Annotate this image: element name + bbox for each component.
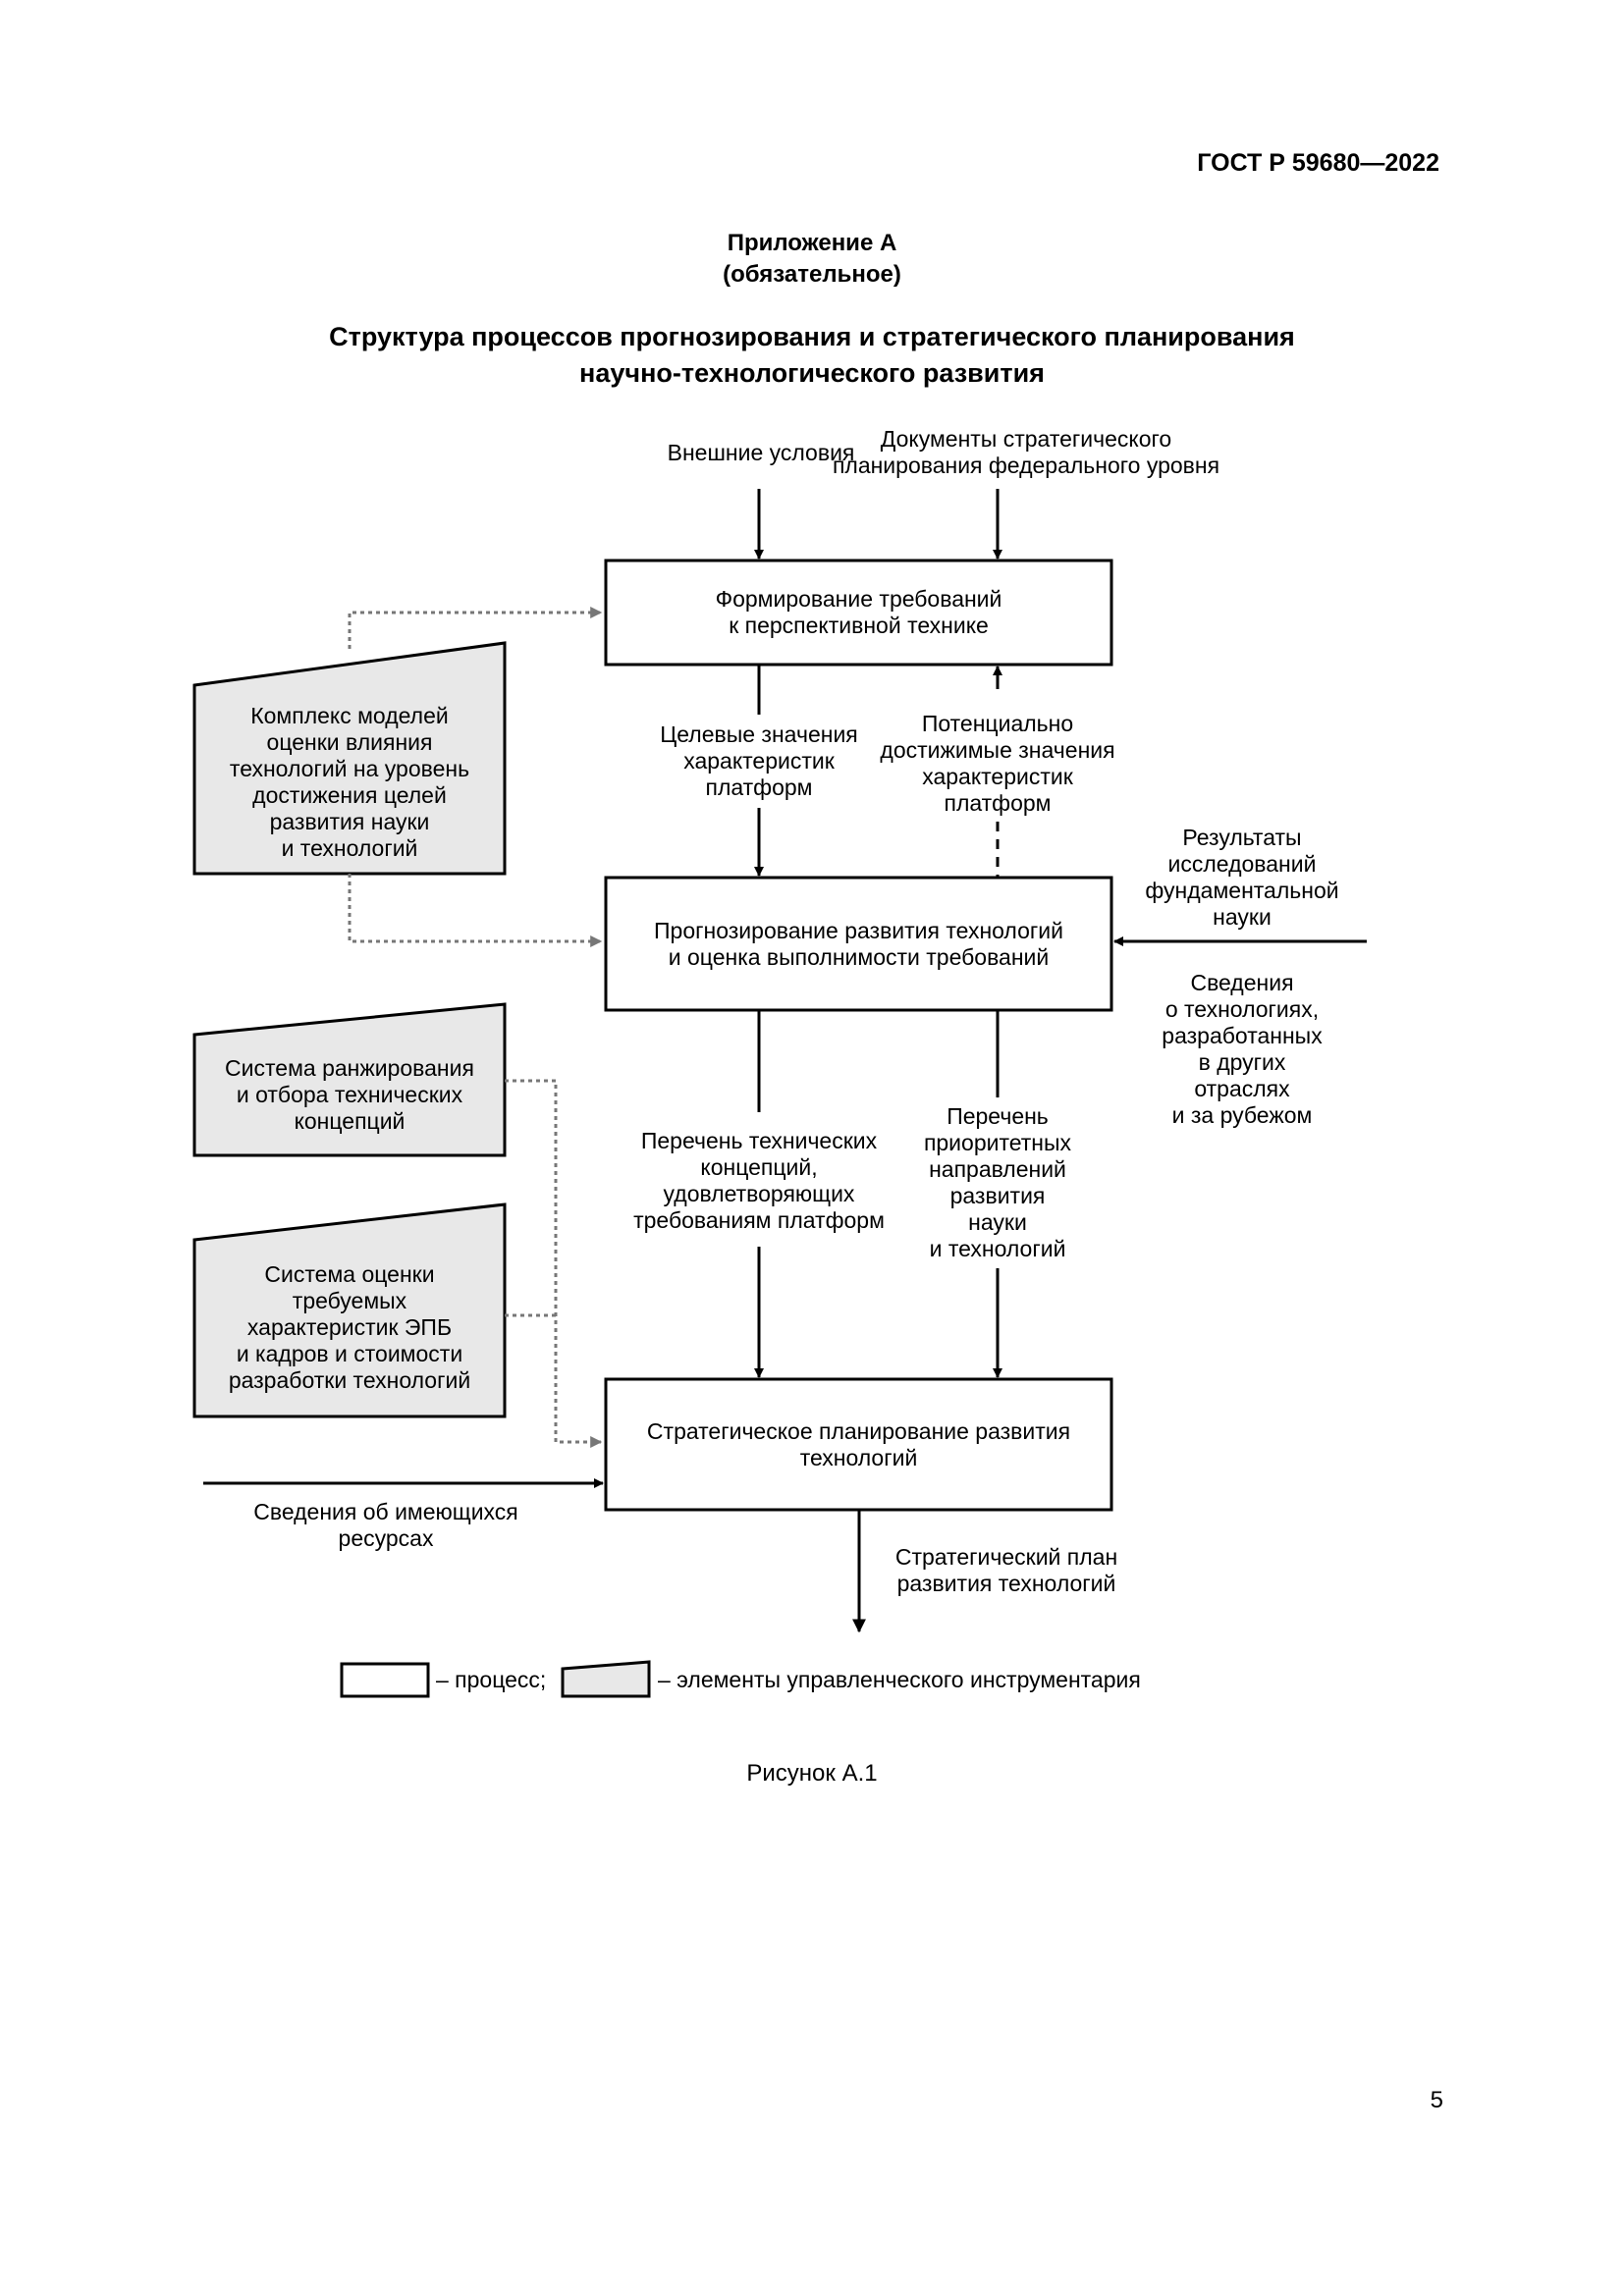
process-box-requirements — [604, 559, 1113, 667]
legend-process-label: – процесс; — [436, 1667, 547, 1692]
tool-assessment-line5: разработки технологий — [228, 1367, 471, 1393]
tool-models-line6: и технологий — [281, 834, 418, 861]
label-target-values-line2: характеристик — [683, 748, 835, 774]
label-tech-info-line1: Сведения — [1190, 970, 1294, 995]
legend-tools-icon — [561, 1660, 651, 1698]
label-concepts-list-line2: концепций, — [700, 1154, 818, 1180]
label-tech-info-line6: и за рубежом — [1171, 1102, 1313, 1128]
tool-models-text: Комплекс моделей оценки влияния технолог… — [194, 690, 505, 874]
label-potential-values-line2: достижимые значения — [880, 737, 1115, 763]
label-research-results-line3: фундаментальной — [1145, 878, 1339, 903]
label-priority-list-line1: Перечень — [947, 1103, 1049, 1129]
label-external-conditions: Внешние условия — [589, 440, 933, 466]
label-tech-info-line3: разработанных — [1162, 1023, 1323, 1048]
label-priority-list-line4: развития — [949, 1183, 1046, 1208]
tool-box-models — [192, 641, 507, 876]
process-forecasting-text: Прогнозирование развития технологий и оц… — [606, 878, 1111, 1010]
process-forecasting-line1: Прогнозирование развития технологий — [654, 917, 1063, 943]
document-code: ГОСТ Р 59680—2022 — [1197, 149, 1439, 177]
label-priority-list: Перечень приоритетных направлений развит… — [890, 1103, 1106, 1262]
process-box-forecasting — [604, 876, 1113, 1012]
label-target-values-line1: Целевые значения — [660, 721, 858, 747]
tool-assessment-line3: характеристик ЭПБ — [246, 1314, 453, 1340]
tool-assessment-text: Система оценки требуемых характеристик Э… — [194, 1239, 505, 1416]
legend-process-icon — [340, 1662, 430, 1698]
process-planning-text: Стратегическое планирование развития тех… — [606, 1379, 1111, 1510]
label-tech-info-line5: отраслях — [1194, 1076, 1290, 1101]
label-potential-values-line1: Потенциально — [921, 711, 1074, 736]
label-tech-info: Сведения о технологиях, разработанных в … — [1129, 970, 1355, 1129]
label-priority-list-line6: и технологий — [929, 1236, 1066, 1261]
process-planning-line2: технологий — [799, 1444, 918, 1470]
tool-models-line3: технологий на уровень — [229, 755, 470, 781]
label-priority-list-line3: направлений — [929, 1156, 1066, 1182]
label-resources: Сведения об имеющихся ресурсах — [239, 1499, 533, 1552]
label-research-results-line1: Результаты — [1182, 825, 1302, 850]
label-target-values: Целевые значения характеристик платформ — [622, 721, 896, 801]
tool-models-line5: развития науки — [269, 808, 430, 834]
label-tech-info-line2: о технологиях, — [1164, 996, 1320, 1022]
tool-ranking-text: Система ранжирования и отбора технически… — [194, 1034, 505, 1155]
tool-assessment-line1: Система оценки — [264, 1261, 435, 1287]
page-number: 5 — [1430, 2087, 1443, 2113]
tool-assessment-line2: требуемых — [292, 1288, 407, 1313]
tool-box-ranking — [192, 1002, 507, 1157]
label-research-results-line4: науки — [1213, 904, 1272, 930]
tool-box-assessment — [192, 1202, 507, 1418]
figure-caption: Рисунок А.1 — [746, 1760, 878, 1787]
tool-models-line4: достижения целей — [252, 781, 447, 808]
label-target-values-line3: платформ — [705, 774, 813, 800]
label-concepts-list-line4: требованиям платформ — [633, 1207, 885, 1233]
label-research-results-line2: исследований — [1167, 851, 1317, 877]
label-research-results: Результаты исследований фундаментальной … — [1119, 825, 1365, 931]
label-external-conditions-text: Внешние условия — [667, 440, 855, 465]
label-concepts-list-line1: Перечень технических — [640, 1128, 878, 1153]
label-resources-line1: Сведения об имеющихся — [253, 1499, 518, 1524]
label-strategic-docs-line1: Документы стратегического — [880, 426, 1172, 452]
tool-ranking-line3: концепций — [294, 1107, 406, 1134]
label-priority-list-line5: науки — [968, 1209, 1027, 1235]
label-strategic-docs-line2: планирования федерального уровня — [832, 453, 1220, 478]
label-strategic-docs: Документы стратегического планирования ф… — [800, 426, 1252, 479]
tool-assessment-line4: и кадров и стоимости — [236, 1341, 463, 1366]
label-priority-list-line2: приоритетных — [923, 1130, 1072, 1155]
process-planning-line1: Стратегическое планирование развития — [646, 1417, 1071, 1444]
process-requirements-line2: к перспективной технике — [729, 613, 989, 638]
figure-title-line2: научно-технологического развития — [579, 358, 1045, 388]
appendix-heading: Приложение А (обязательное) — [0, 228, 1624, 291]
label-tech-info-line4: в других — [1198, 1049, 1286, 1075]
label-strategic-plan-line2: развития технологий — [896, 1571, 1116, 1596]
label-strategic-plan: Стратегический план развития технологий — [874, 1544, 1139, 1597]
label-concepts-list: Перечень технических концепций, удовлетв… — [607, 1128, 911, 1234]
process-box-planning — [604, 1377, 1113, 1512]
tool-models-line2: оценки влияния — [266, 728, 433, 755]
tool-ranking-line1: Система ранжирования — [225, 1054, 474, 1081]
figure-title-line1: Структура процессов прогнозирования и ст… — [329, 322, 1295, 351]
label-resources-line2: ресурсах — [338, 1525, 434, 1551]
appendix-title: Приложение А — [727, 230, 897, 256]
figure-title: Структура процессов прогнозирования и ст… — [0, 319, 1624, 392]
tool-models-line1: Комплекс моделей — [250, 702, 449, 728]
label-potential-values-line4: платформ — [944, 790, 1052, 816]
dotted-ranking-to-planning — [505, 1079, 603, 1448]
label-strategic-plan-line1: Стратегический план — [894, 1544, 1118, 1570]
appendix-status: (обязательное) — [723, 261, 901, 288]
dotted-models-to-requirements — [348, 607, 603, 649]
process-forecasting-line2: и оценка выполнимости требований — [668, 943, 1050, 970]
label-potential-values-line3: характеристик — [922, 764, 1073, 789]
process-requirements-text: Формирование требований к перспективной … — [606, 561, 1111, 665]
legend-tools-label: – элементы управленческого инструментари… — [658, 1667, 1141, 1692]
label-concepts-list-line3: удовлетворяющих — [663, 1181, 855, 1206]
label-potential-values: Потенциально достижимые значения характе… — [850, 711, 1145, 817]
process-requirements-line1: Формирование требований — [715, 586, 1002, 612]
dotted-models-to-forecasting — [348, 874, 603, 947]
tool-ranking-line2: и отбора технических — [236, 1081, 463, 1107]
